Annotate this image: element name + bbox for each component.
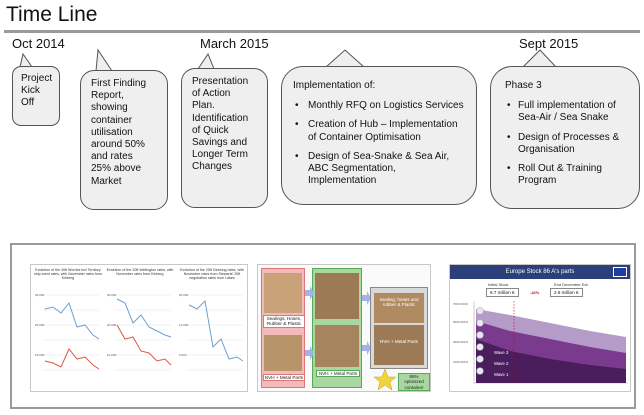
action-line: Identification bbox=[192, 112, 249, 124]
pallet-photo bbox=[315, 273, 359, 319]
phase3-list: Full implementation of Sea-Air / Sea Sna… bbox=[505, 100, 631, 187]
svg-text:25,000: 25,000 bbox=[35, 323, 45, 327]
action-line: Longer Term bbox=[192, 149, 248, 161]
action-line: Presentation bbox=[192, 76, 249, 87]
svg-text:30,000: 30,000 bbox=[107, 293, 117, 297]
page-title: Time Line bbox=[6, 3, 98, 26]
mini-chart-lines: 35,000 25,000 15,000 30,000 20,000 10,000 20… bbox=[35, 293, 244, 371]
label-optimized: 95% optimized container bbox=[398, 373, 430, 391]
finding-line: utilisation bbox=[91, 126, 133, 138]
mini-chart-title: Evolution of the 20ft Geelong rates, wit… bbox=[180, 268, 244, 280]
kickoff-line: Kick bbox=[21, 85, 40, 97]
container-consolidation-thumbnail: Sealings, Hoses, Rubber & Plastic NVH + … bbox=[257, 264, 431, 392]
finding-line: showing bbox=[91, 102, 128, 114]
implementation-list: Monthly RFQ on Logistics Services Creati… bbox=[293, 100, 466, 187]
kickoff-line: Project bbox=[21, 73, 53, 84]
kickoff-line: Off bbox=[21, 97, 35, 109]
list-item: Design of Sea-Snake & Sea Air, ABC Segme… bbox=[293, 151, 466, 188]
slides-frame: Evolution of the 40ft Worries incl Terri… bbox=[10, 243, 636, 409]
finding-line: Report, bbox=[91, 90, 124, 102]
mini-chart-title: Evolution of the 40ft Worries incl Terri… bbox=[34, 268, 102, 280]
bubble-kickoff: Project Kick Off bbox=[12, 66, 60, 126]
date-oct-2014: Oct 2014 bbox=[12, 36, 65, 51]
svg-text:20,000: 20,000 bbox=[107, 323, 117, 327]
svg-text:5000 000 €: 5000 000 € bbox=[453, 320, 468, 324]
finding-line: around 50% bbox=[91, 138, 145, 150]
bubble-action-plan: Presentation of Action Plan. Identificat… bbox=[181, 68, 268, 208]
list-item: Roll Out & Training Program bbox=[505, 163, 631, 187]
wave-label: Wave 2 bbox=[494, 361, 509, 366]
mini-chart-title: Evolution of the 20ft Wellington rates, … bbox=[106, 268, 174, 276]
svg-text:3000 000 €: 3000 000 € bbox=[453, 340, 468, 344]
action-line: of Action bbox=[192, 88, 231, 100]
svg-text:35,000: 35,000 bbox=[35, 293, 45, 297]
europe-stock-thumbnail: Europe Stock 86 A's parts Initial Stock … bbox=[449, 264, 631, 392]
bubble-implementation: Implementation of: Monthly RFQ on Logist… bbox=[281, 66, 477, 205]
eu-flag-icon bbox=[613, 267, 627, 277]
container-cargo bbox=[374, 293, 424, 323]
action-line: Plan. bbox=[192, 100, 215, 112]
rate-charts-thumbnail: Evolution of the 40ft Worries incl Terri… bbox=[30, 264, 248, 392]
initial-stock-value: 6.7 million € bbox=[486, 288, 519, 297]
bubble-phase3: Phase 3 Full implementation of Sea-Air /… bbox=[490, 66, 640, 209]
mini-chart: Evolution of the 20ft Geelong rates, wit… bbox=[177, 268, 247, 389]
label-container-top: Sealing, hoses and rubber & Plastic bbox=[379, 297, 419, 308]
mini-chart: Evolution of the 40ft Worries incl Terri… bbox=[33, 268, 103, 389]
mini-chart: Evolution of the 20ft Wellington rates, … bbox=[105, 268, 175, 389]
finding-line: Market bbox=[91, 175, 122, 187]
svg-text:12,000: 12,000 bbox=[179, 323, 189, 327]
svg-text:15,000: 15,000 bbox=[35, 353, 45, 357]
flow-arrows bbox=[305, 286, 397, 391]
end-december-label: End December Est. bbox=[554, 282, 589, 287]
star-icon bbox=[373, 368, 397, 391]
label-nvh-mid: NVH + Metal Parts bbox=[316, 370, 360, 378]
boxes-photo bbox=[264, 335, 302, 371]
bubble-first-finding: First Finding Report, showing container … bbox=[80, 70, 168, 210]
stock-header: Europe Stock 86 A's parts bbox=[450, 265, 630, 279]
list-item: Monthly RFQ on Logistics Services bbox=[293, 100, 466, 112]
initial-stock-label: Initial Stock bbox=[488, 282, 509, 287]
label-nvh-left: NVH + Metal Parts bbox=[263, 374, 305, 382]
end-stock-value: 2.8 million € bbox=[550, 288, 583, 297]
label-sealings: Sealings, Hoses, Rubber & Plastic bbox=[263, 315, 305, 328]
list-item: Creation of Hub – Implementation of Cont… bbox=[293, 119, 466, 143]
implementation-heading: Implementation of: bbox=[293, 80, 376, 91]
timeline-rule bbox=[4, 30, 640, 33]
action-line: of Quick bbox=[192, 124, 229, 136]
wave-label: Wave 1 bbox=[494, 372, 509, 377]
action-line: Savings and bbox=[192, 136, 248, 148]
wave-label: Wave 3 bbox=[494, 350, 509, 355]
phase3-heading: Phase 3 bbox=[505, 80, 542, 91]
container-cargo bbox=[374, 325, 424, 365]
pallet-photo bbox=[315, 325, 359, 367]
list-item: Full implementation of Sea-Air / Sea Sna… bbox=[505, 100, 631, 124]
svg-text:1000 000 €: 1000 000 € bbox=[453, 360, 468, 364]
boxes-photo bbox=[264, 273, 302, 313]
reduction-value: -42% bbox=[530, 290, 540, 295]
list-item: Design of Processes & Organisation bbox=[505, 132, 631, 156]
svg-text:20,000: 20,000 bbox=[179, 293, 189, 297]
date-sept-2015: Sept 2015 bbox=[519, 36, 579, 51]
svg-text:6,000: 6,000 bbox=[179, 353, 187, 357]
action-line: Changes bbox=[192, 161, 233, 173]
finding-line: First Finding bbox=[91, 78, 147, 89]
finding-line: and rates bbox=[91, 151, 133, 163]
finding-line: container bbox=[91, 114, 133, 126]
finding-line: 25% above bbox=[91, 163, 142, 175]
date-march-2015: March 2015 bbox=[200, 36, 269, 51]
svg-text:10,000: 10,000 bbox=[107, 353, 117, 357]
svg-text:7000 000 €: 7000 000 € bbox=[453, 302, 468, 306]
label-container-mid: NVH + Metal Parts bbox=[379, 339, 419, 344]
stock-area-chart: 7000 000 € 5000 000 € 3000 000 € 1000 000 … bbox=[453, 301, 628, 384]
